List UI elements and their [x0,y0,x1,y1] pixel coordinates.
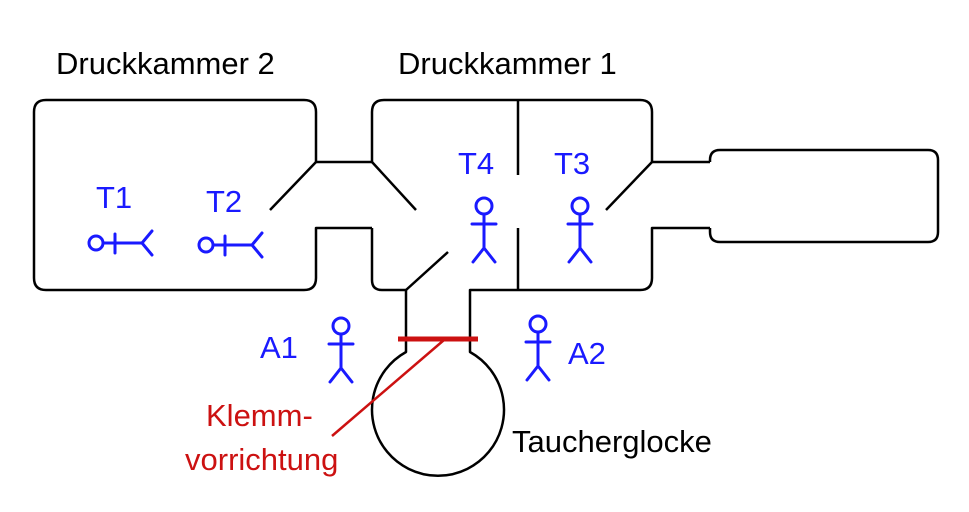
person-t2-lying [197,231,264,259]
person-t4-standing [470,196,498,264]
door-chamber-1-left [371,161,417,211]
clamp-pointer [331,339,445,437]
door-bell [405,251,449,291]
chamber-1-outline [370,98,710,164]
diving-bell [370,338,506,477]
person-a2-label: A2 [568,336,606,371]
person-t4-label: T4 [458,146,494,181]
door-right-passage [605,161,653,211]
chamber-1-lower-right [468,226,710,338]
door-chamber-2 [269,161,317,211]
entry-lock-outline [708,148,940,244]
person-a1-standing [327,316,355,384]
diving-bell-label: Taucherglocke [512,424,712,459]
person-a2-standing [524,314,552,382]
chamber-1-lower-left [370,228,408,338]
clamp-label-line2: vorrichtung [185,442,338,477]
clamp-label-line1: Klemm- [206,398,313,433]
person-t1-label: T1 [96,180,132,215]
chamber-2-outline [32,98,372,292]
chamber-1-label: Druckkammer 1 [398,46,617,81]
person-t3-label: T3 [554,146,590,181]
chamber-2-label: Druckkammer 2 [56,46,275,81]
person-t1-lying [87,229,154,257]
person-a1-label: A1 [260,330,298,365]
person-t2-label: T2 [206,184,242,219]
person-t3-standing [566,196,594,264]
